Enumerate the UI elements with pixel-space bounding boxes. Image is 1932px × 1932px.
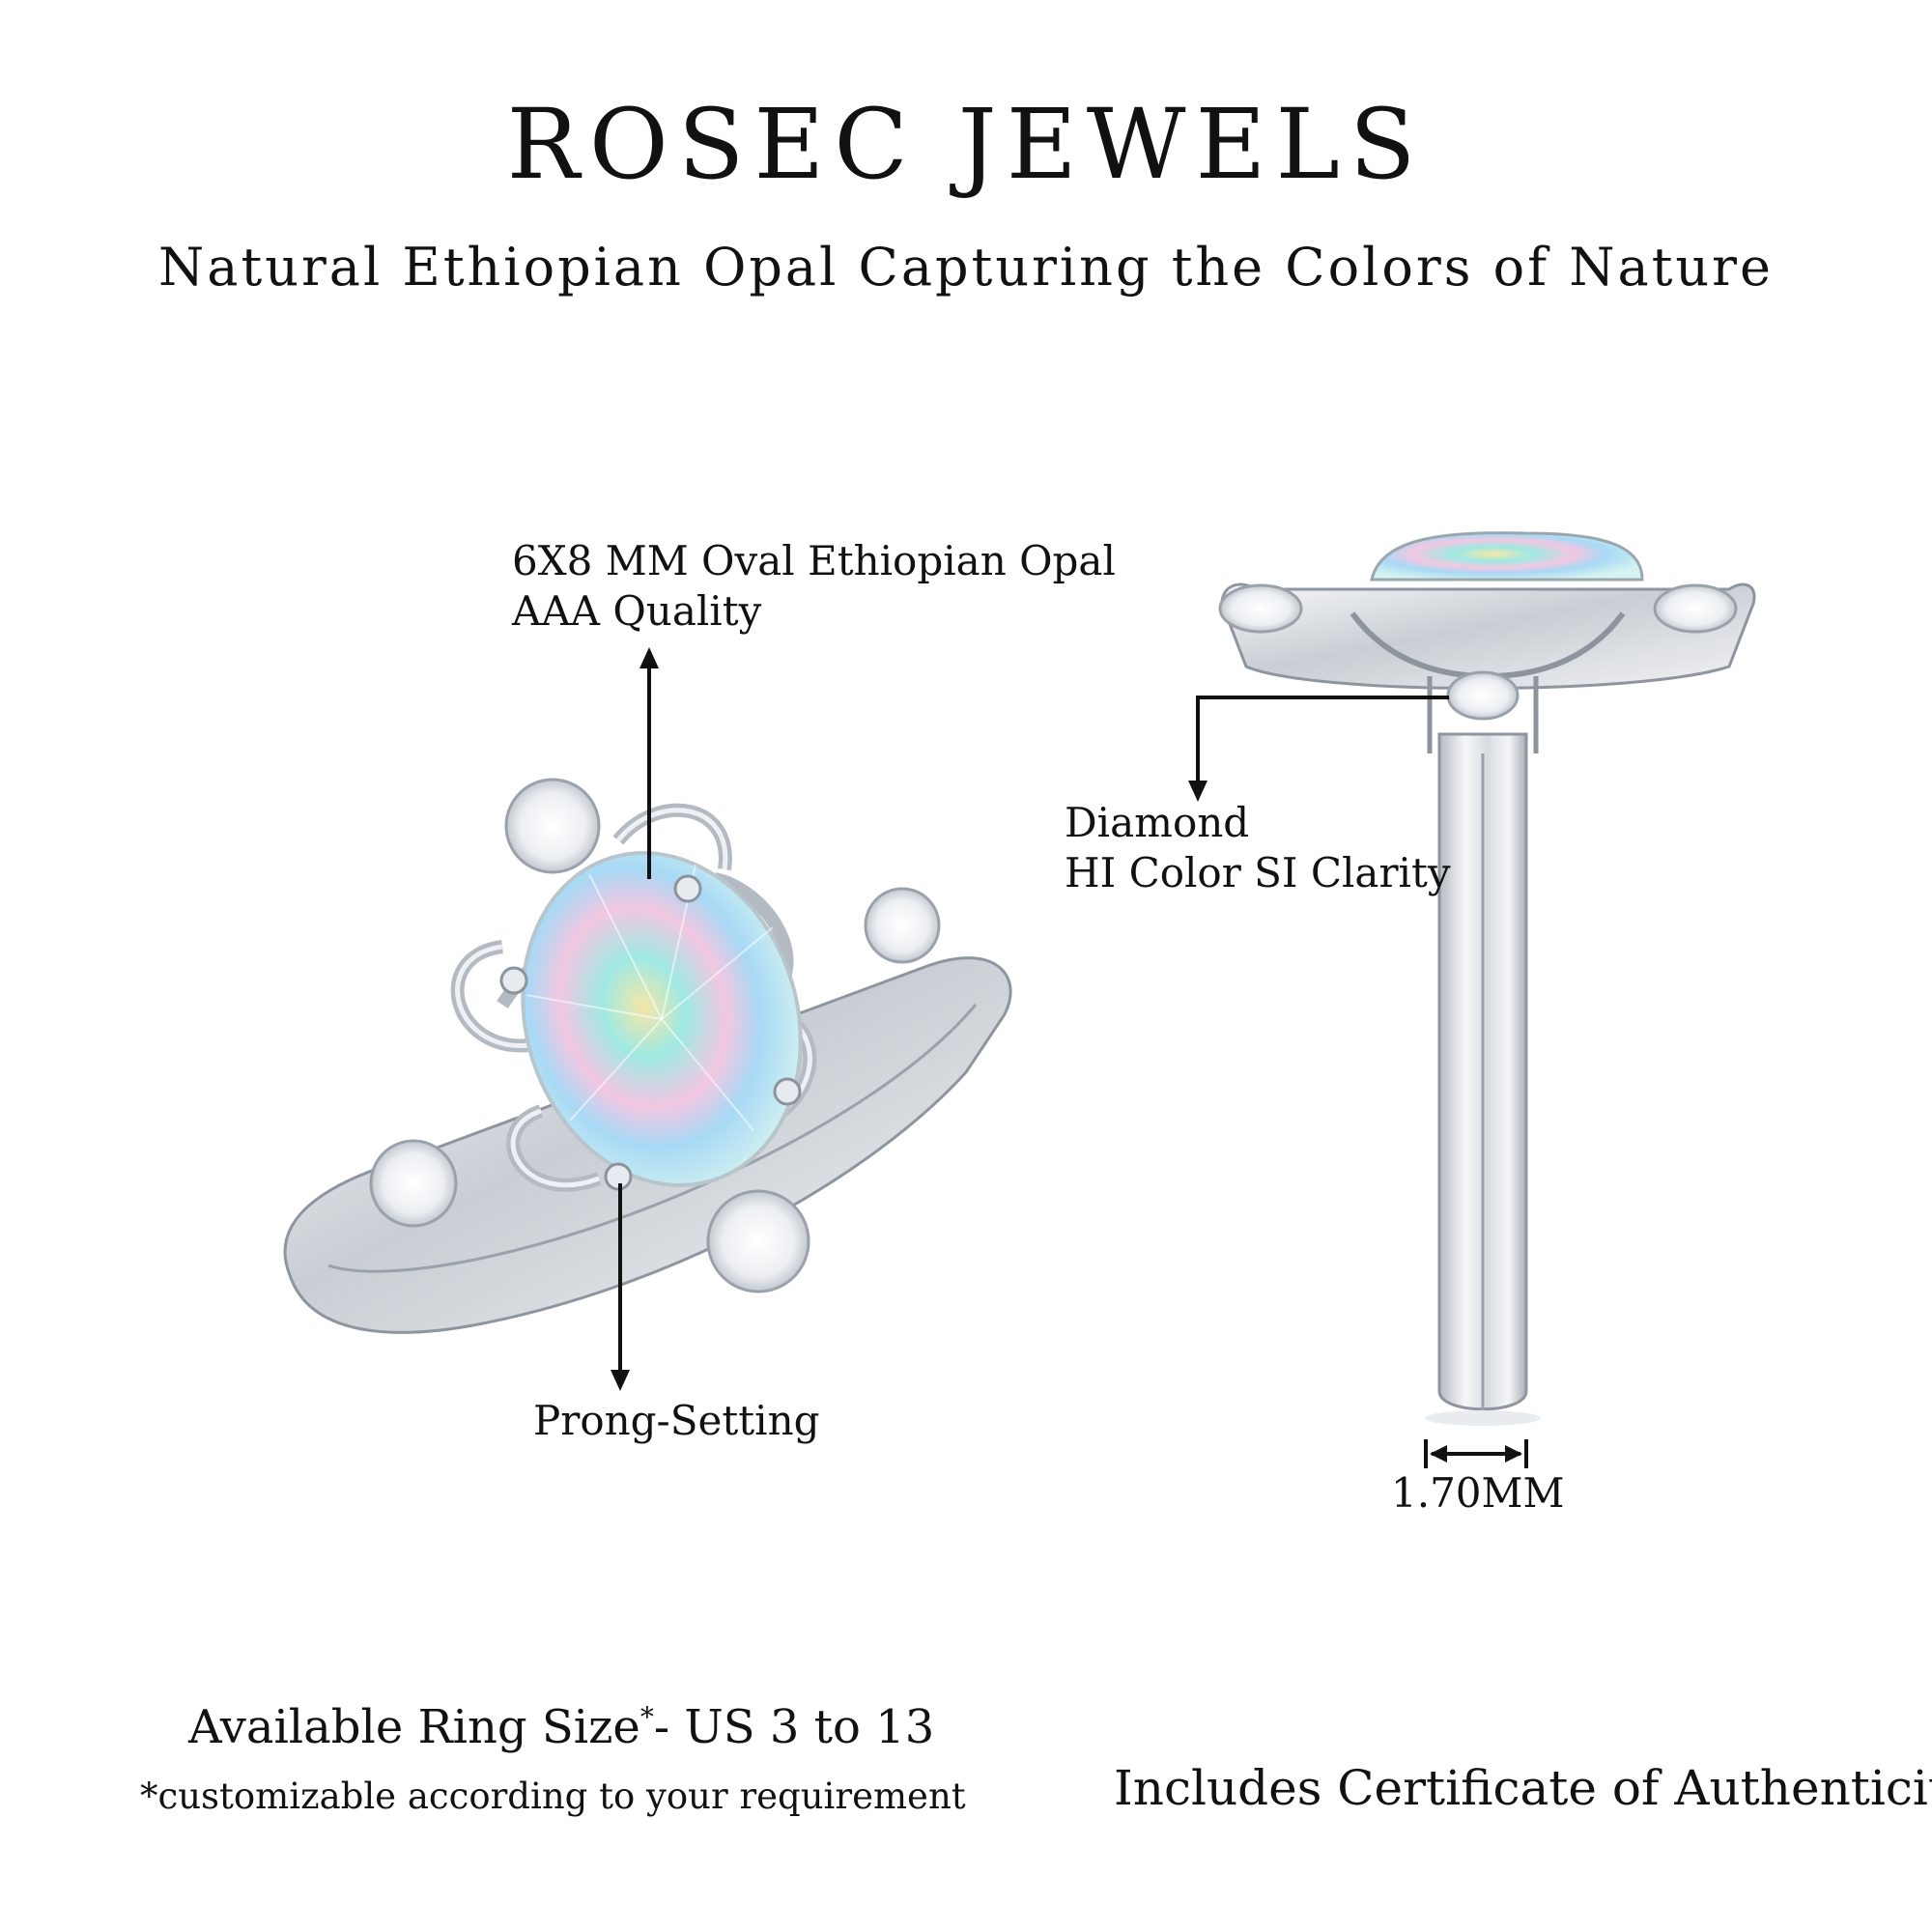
opal-spec-line2: AAA Quality — [512, 587, 762, 635]
setting-label: Prong-Setting — [533, 1397, 820, 1444]
tagline: Natural Ethiopian Opal Capturing the Col… — [158, 237, 1774, 298]
diamond-line1: Diamond — [1065, 799, 1250, 846]
prong-pointer-arrow — [611, 1183, 630, 1391]
opal-spec-label: 6X8 MM Oval Ethiopian Opal AAA Quality — [512, 536, 1116, 637]
customization-note: *customizable according to your requirem… — [140, 1776, 966, 1817]
side-ring — [1218, 531, 1756, 1426]
diamond-pointer-arrow — [1188, 696, 1449, 802]
opal-pointer-arrow — [639, 647, 659, 879]
front-ring — [283, 778, 1012, 1334]
diamond-line2: HI Color SI Clarity — [1065, 849, 1451, 896]
opal-spec-line1: 6X8 MM Oval Ethiopian Opal — [512, 537, 1116, 584]
diamond-spec-label: Diamond HI Color SI Clarity — [1065, 798, 1451, 898]
certificate-note: Includes Certificate of Authenticity — [1114, 1760, 1932, 1816]
band-width-marker — [1424, 1439, 1528, 1468]
ring-size-range: - US 3 to 13 — [653, 1700, 935, 1754]
ring-size-text: Available Ring Size — [188, 1700, 640, 1754]
ring-size-asterisk: * — [639, 1701, 654, 1733]
brand-title: ROSEC JEWELS — [506, 88, 1426, 201]
ring-size-info: Available Ring Size*- US 3 to 13 — [188, 1700, 934, 1754]
band-width-label: 1.70MM — [1391, 1469, 1565, 1517]
